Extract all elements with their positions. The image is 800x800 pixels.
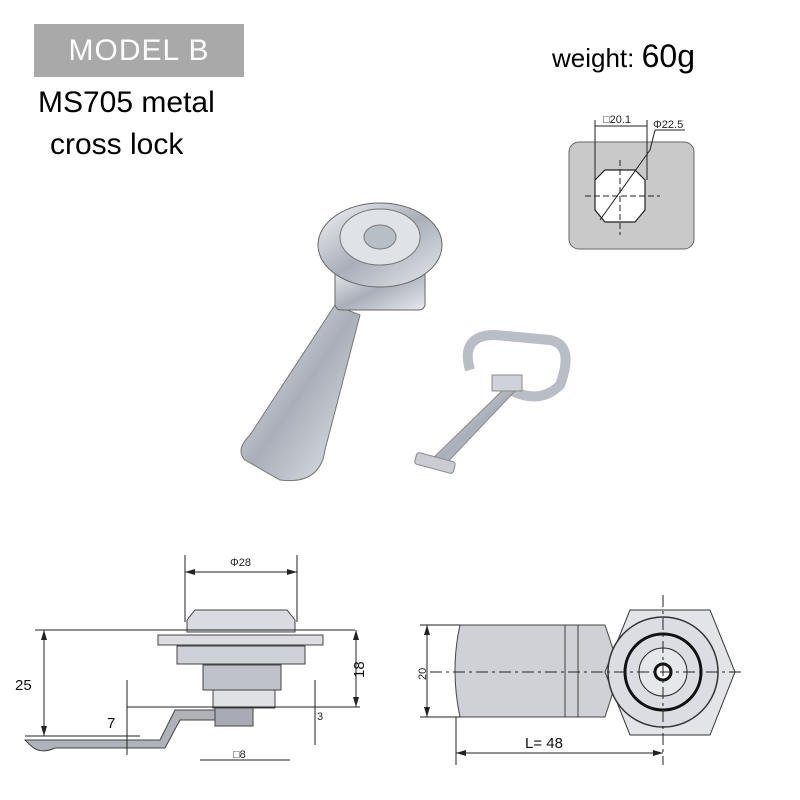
model-badge: MODEL B	[34, 24, 244, 77]
dim-cam-offset: 7	[107, 715, 115, 732]
dim-cam-thickness: 3	[317, 711, 323, 723]
weight-label: weight:	[552, 43, 635, 73]
model-badge-label: MODEL B	[68, 33, 210, 67]
dim-body-height: 18	[351, 661, 368, 678]
side-view-drawing: Φ28 25 18 7 3 □8	[15, 555, 368, 761]
cutout-square-dim: □20.1	[603, 114, 631, 126]
product-photo	[240, 202, 571, 482]
weight-spec: weight: 60g	[552, 38, 695, 75]
cutout-diameter-dim: Φ22.5	[653, 119, 683, 131]
weight-value: 60g	[641, 38, 696, 74]
cutout-diagram: □20.1 Φ22.5	[568, 114, 695, 250]
dim-diameter: Φ28	[230, 557, 251, 569]
dim-square-shaft: □8	[233, 749, 246, 761]
dim-total-height: 25	[15, 677, 32, 694]
top-view-drawing: 20 L= 48	[417, 595, 745, 765]
product-title-line2: cross lock	[50, 128, 184, 161]
dim-width: 20	[417, 668, 429, 680]
product-title-line1: MS705 metal	[38, 86, 215, 119]
dim-length: L= 48	[525, 735, 563, 752]
